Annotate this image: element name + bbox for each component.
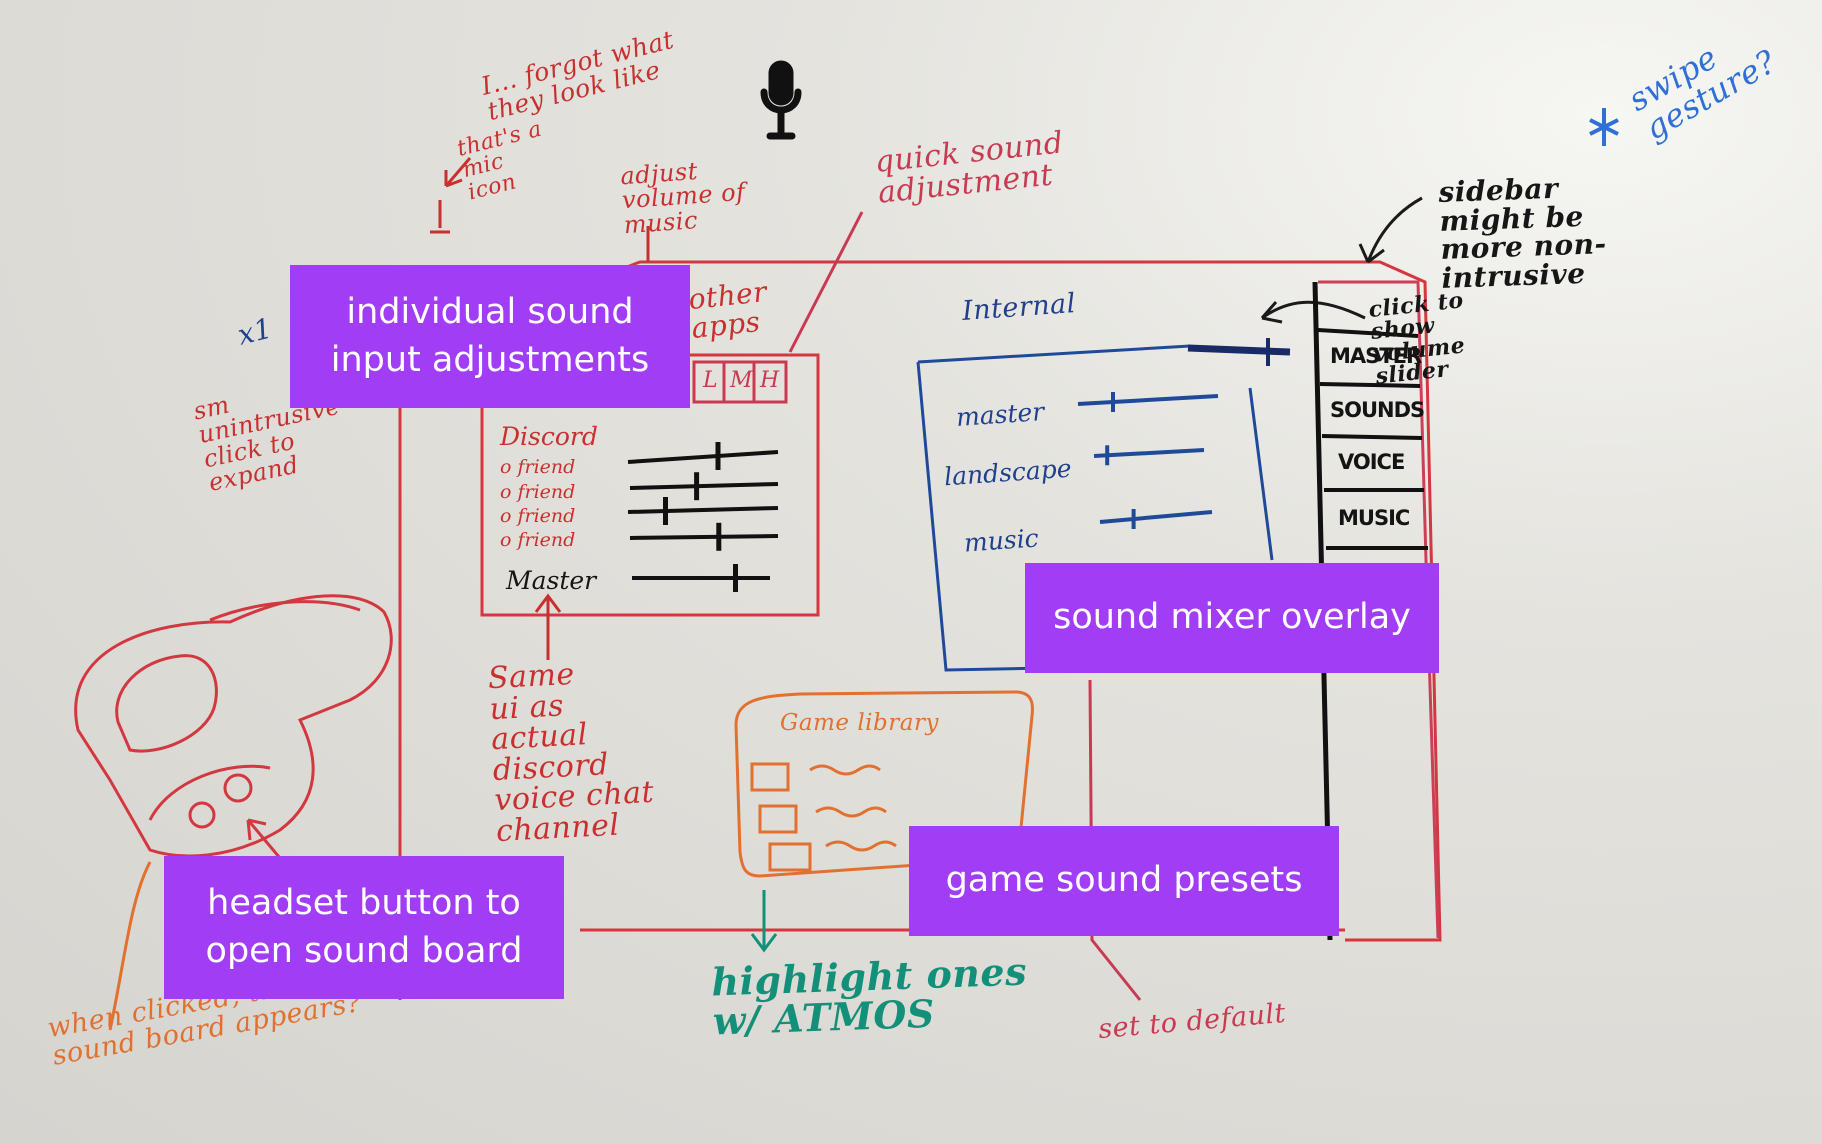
sidebar-note: sidebar might be more non- intrusive bbox=[1437, 171, 1608, 295]
individual-sound-label: individual sound input adjustments bbox=[290, 265, 690, 408]
tabs-box bbox=[692, 360, 788, 404]
sidebar-item-voice[interactable]: VOICE bbox=[1338, 450, 1405, 474]
click-to-show-arrow bbox=[1260, 300, 1366, 324]
mixer-row-music: music bbox=[963, 523, 1040, 558]
game-library-frame bbox=[734, 690, 1034, 878]
mixer-panel-frame bbox=[916, 344, 1274, 672]
x1-note: x1 bbox=[234, 311, 276, 352]
internal-title: Internal bbox=[961, 288, 1077, 327]
quick-adjust-pointer bbox=[788, 211, 864, 353]
discord-tab-medium[interactable]: M bbox=[730, 368, 753, 393]
discord-master-label: Master bbox=[506, 566, 597, 595]
game-sound-presets-label: game sound presets bbox=[909, 826, 1339, 936]
highlight-note: highlight ones w/ ATMOS bbox=[710, 948, 1028, 1044]
set-default-line bbox=[1088, 679, 1142, 1001]
game-library-title: Game library bbox=[780, 710, 939, 736]
sidebar-item-sounds[interactable]: SOUNDS bbox=[1330, 398, 1425, 422]
same-ui-arrow bbox=[534, 593, 562, 660]
friend-label: o friend bbox=[500, 529, 576, 551]
mixer-row-master: master bbox=[955, 396, 1046, 433]
same-ui-note: Same ui as actual discord voice chat cha… bbox=[487, 656, 655, 850]
discord-title: Discord bbox=[500, 422, 598, 451]
sidebar-item-music[interactable]: MUSIC bbox=[1338, 506, 1410, 530]
sound-mixer-overlay-label: sound mixer overlay bbox=[1025, 563, 1439, 673]
headset-sketch bbox=[74, 594, 393, 858]
adjust-music-note: adjust volume of music bbox=[619, 156, 747, 240]
friend-label: o friend bbox=[500, 456, 576, 478]
friend-label: o friend bbox=[500, 481, 576, 503]
mic-note-arrow bbox=[444, 157, 472, 188]
star-icon bbox=[1589, 108, 1619, 146]
click-to-show-note: click to show volume slider bbox=[1367, 287, 1467, 391]
sidebar-frame bbox=[1318, 280, 1440, 939]
mic-icon bbox=[760, 60, 802, 140]
sidebar-note-arrow bbox=[1358, 196, 1423, 264]
other-apps-note: other apps bbox=[686, 275, 769, 345]
friend-label: o friend bbox=[500, 505, 576, 527]
headset-button-label: headset button to open sound board bbox=[164, 856, 564, 999]
highlight-arrow bbox=[750, 890, 778, 953]
sidebar-item-master[interactable]: MASTER bbox=[1330, 344, 1422, 368]
discord-tab-low[interactable]: L bbox=[703, 368, 718, 393]
discord-tab-high[interactable]: H bbox=[760, 368, 780, 393]
